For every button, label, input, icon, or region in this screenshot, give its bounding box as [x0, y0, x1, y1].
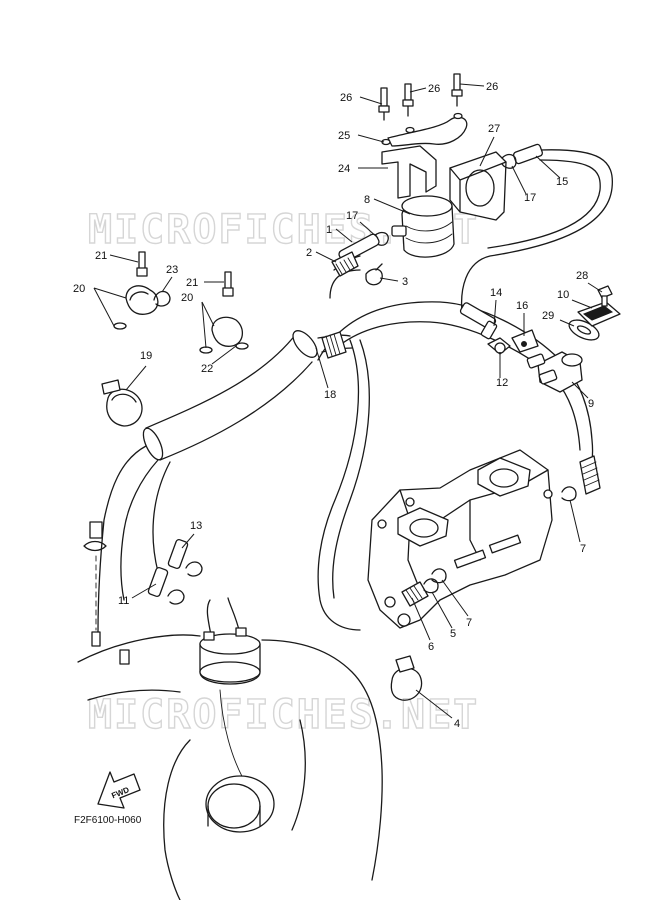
callout-leader [109, 254, 139, 263]
hose-end [89, 521, 103, 539]
callout-leader [315, 347, 329, 389]
callout-leader [587, 282, 603, 293]
callout-number: 14 [490, 287, 502, 299]
callout-number: 12 [496, 377, 508, 389]
callout-leader [535, 155, 561, 179]
callout-number: 27 [488, 123, 500, 135]
callout-number: 20 [181, 292, 193, 304]
clamp-set-lower [167, 331, 601, 701]
screw-26 [451, 73, 463, 107]
forward-arrow-icon: FWD [97, 771, 141, 809]
callout-number: 28 [576, 270, 588, 282]
callout-number: 5 [450, 628, 456, 640]
screw-26 [378, 87, 390, 121]
callout-number: 21 [186, 277, 198, 289]
callout-leader [359, 96, 383, 105]
callout-number: 17 [524, 192, 536, 204]
callout-number: 24 [338, 163, 350, 175]
callout-leader [415, 689, 453, 719]
bracket-25 [387, 116, 468, 147]
valve-assembly [459, 285, 621, 393]
callout-number: 11 [118, 595, 129, 607]
clip-3 [365, 268, 383, 286]
callout-number: 10 [557, 289, 569, 301]
callout-leader [409, 87, 427, 93]
fuel-tank [77, 631, 383, 900]
callout-leader [125, 365, 147, 391]
callout-leader [211, 345, 237, 365]
hose-13 [167, 538, 189, 570]
callout-leader [131, 583, 157, 599]
hose-15 [512, 143, 544, 165]
callout-number: 2 [306, 247, 312, 259]
callout-number: 7 [466, 617, 472, 629]
callout-number: 3 [402, 276, 408, 288]
fuel-filter-assembly [331, 73, 544, 286]
callout-number: 18 [324, 389, 336, 401]
screw-26 [402, 83, 414, 117]
callout-number: 17 [346, 210, 358, 222]
callout-number: 15 [556, 176, 568, 188]
tank-fitting [119, 649, 130, 665]
fuel-hoses [83, 149, 614, 633]
callout-number: 1 [326, 224, 332, 236]
callout-leader [479, 136, 495, 167]
callout-number: 26 [486, 81, 498, 93]
callout-leader [569, 499, 581, 543]
callout-number: 29 [542, 310, 554, 322]
bracket-24 [381, 145, 437, 199]
callout-leader [411, 597, 431, 641]
watermark-lower: MICROFICHES.NET [88, 692, 479, 738]
fuel-sender-unit [199, 597, 261, 685]
callout-leader [373, 198, 411, 215]
callout-number: 26 [428, 83, 440, 95]
callout-leader [571, 381, 589, 399]
callout-number: 4 [454, 718, 460, 730]
callout-number: 20 [73, 283, 85, 295]
callout-leader [181, 533, 195, 549]
callout-leader [357, 134, 385, 143]
callout-leader [431, 591, 453, 629]
callout-leader [511, 165, 527, 195]
callout-leader [359, 221, 379, 239]
tank-fitting [91, 631, 101, 647]
callout-number: 6 [428, 641, 434, 653]
carburetor-assembly [367, 449, 553, 629]
callout-number: 26 [340, 92, 352, 104]
callout-leader [379, 277, 399, 282]
callout-number: 22 [201, 363, 213, 375]
diagram-code: F2F6100-H060 [74, 815, 142, 826]
callout-leader [315, 251, 337, 263]
callout-leader [93, 287, 115, 327]
callout-number: 13 [190, 520, 202, 532]
callout-leader [493, 299, 497, 327]
callout-number: 16 [516, 300, 528, 312]
callout-number: 23 [166, 264, 178, 276]
callout-leader [161, 276, 173, 293]
callout-leader [93, 287, 127, 299]
callout-leader [335, 228, 353, 243]
hose-joint-2 [331, 251, 359, 277]
callout-number: 9 [588, 398, 594, 410]
callout-number: 25 [338, 130, 350, 142]
callout-number: 19 [140, 350, 152, 362]
hose-11 [147, 566, 169, 598]
callout-leader [571, 299, 593, 309]
callout-number: 21 [95, 250, 107, 262]
callout-leader [441, 579, 469, 617]
callout-leader [459, 83, 485, 87]
callout-number: 7 [580, 543, 586, 555]
callout-leader [559, 319, 575, 327]
clamp-set-left [101, 251, 249, 427]
callout-leader [201, 301, 215, 327]
callout-number: 8 [364, 194, 370, 206]
callout-leader [201, 301, 207, 349]
